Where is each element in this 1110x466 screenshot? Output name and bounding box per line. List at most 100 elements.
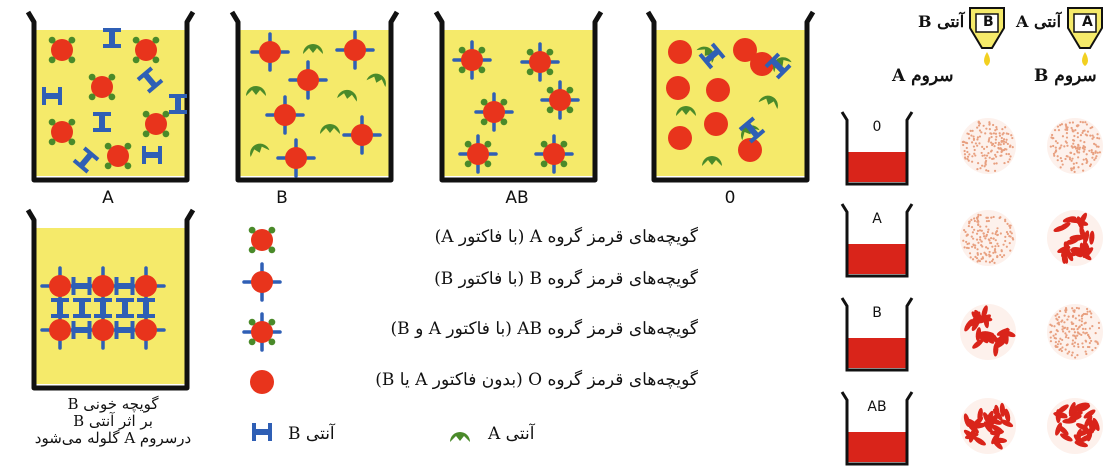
dispersed-dot: [988, 261, 991, 264]
anti-a-antibody: [320, 124, 340, 134]
dispersed-dot: [970, 235, 973, 238]
dispersed-dot: [962, 140, 965, 143]
dispersed-dot: [1066, 343, 1069, 346]
dispersed-dot: [1054, 151, 1057, 154]
dispersed-dot: [1084, 339, 1087, 342]
antigen-a-dot: [68, 138, 76, 146]
dispersed-dot: [1056, 322, 1059, 325]
anti-b-antibody: [114, 321, 135, 339]
dispersed-dot: [970, 226, 974, 229]
dispersed-dot: [962, 239, 965, 242]
dispersed-dot: [1094, 340, 1097, 343]
dispersed-dot: [1066, 326, 1069, 330]
dispersed-dot: [1076, 151, 1079, 154]
dispersed-dot: [1003, 161, 1006, 165]
dispersed-dot: [996, 227, 999, 230]
dispersed-dot: [1084, 121, 1087, 124]
dispersed-dot: [1077, 307, 1081, 310]
antigen-a-dot: [566, 106, 574, 114]
dispersed-dot: [1084, 350, 1087, 353]
dispersed-dot: [1088, 327, 1092, 330]
dispersed-dot: [1083, 148, 1086, 151]
dispersed-dot: [1086, 310, 1089, 313]
antigen-a-dot: [478, 66, 486, 74]
dispersed-dot: [1078, 148, 1081, 151]
dispersed-dot: [976, 126, 979, 129]
dispersed-dot: [1081, 146, 1084, 150]
dispersed-dot: [973, 152, 976, 155]
clump: [1079, 250, 1092, 261]
dispersed-dot: [984, 163, 987, 166]
dispersed-dot: [1063, 314, 1066, 317]
dispersed-dot: [980, 131, 983, 134]
dispersed-dot: [968, 252, 972, 255]
dispersed-dot: [970, 141, 974, 144]
tube-label-a: A: [872, 211, 882, 227]
dispersed-dot: [1050, 136, 1053, 139]
dispersed-dot: [1049, 336, 1052, 339]
dispersed-dot: [1054, 140, 1058, 143]
dispersed-dot: [972, 237, 975, 240]
beaker-label-a: A: [102, 188, 114, 208]
dispersed-dot: [971, 155, 974, 158]
dispersed-dot: [993, 144, 996, 148]
dispersed-dot: [1085, 313, 1089, 316]
dispersed-dot: [1083, 141, 1086, 144]
antigen-a-dot: [268, 226, 276, 234]
dispersed-dot: [985, 127, 988, 130]
dispersed-dot: [1080, 323, 1083, 327]
dispersed-dot: [1064, 306, 1068, 310]
antigen-a-dot: [546, 48, 554, 56]
dispersed-dot: [1004, 141, 1008, 144]
clump: [1083, 230, 1090, 244]
dispersed-dot: [1074, 337, 1077, 340]
dispersed-dot: [976, 253, 979, 256]
dispersed-dot: [1095, 145, 1098, 148]
dispersed-dot: [1065, 334, 1068, 337]
dispersed-dot: [1076, 354, 1079, 357]
dispersed-dot: [994, 251, 997, 254]
dispersed-dot: [993, 248, 997, 251]
dispersed-dot: [1052, 152, 1056, 155]
dispersed-dot: [1091, 126, 1094, 129]
dispersed-dot: [1052, 334, 1055, 337]
red-cell: [259, 41, 281, 63]
dispersed-dot: [1054, 333, 1057, 336]
dispersed-dot: [999, 143, 1002, 146]
dispersed-dot: [974, 154, 977, 157]
anti-a-antibody: [758, 95, 778, 110]
serum-fill: [34, 228, 187, 384]
dispersed-dot: [973, 148, 976, 152]
clump: [1004, 408, 1011, 423]
dispersed-dot: [970, 134, 973, 137]
antigen-a-dot: [546, 86, 554, 94]
clump: [1061, 249, 1068, 264]
legend-icons: [242, 226, 470, 442]
red-cell: [351, 124, 373, 146]
dispersed-dot: [972, 135, 975, 138]
dispersed-dot: [971, 129, 974, 132]
dispersed-dot: [992, 215, 995, 219]
dispersed-dot: [984, 132, 987, 135]
dispersed-dot: [994, 141, 997, 144]
dispersed-dot: [976, 248, 979, 251]
clump: [975, 327, 982, 342]
dispersed-dot: [1005, 230, 1009, 234]
dispersed-dot: [1056, 313, 1059, 316]
dispersed-dot: [985, 216, 988, 219]
dispersed-dot: [1009, 230, 1012, 233]
dispersed-dot: [1060, 320, 1063, 323]
dispersed-dot: [1070, 167, 1073, 170]
dispersed-dot: [1009, 226, 1012, 229]
red-cell: [92, 319, 114, 341]
dispersed-dot: [982, 124, 985, 127]
anti-a-antibody: [702, 156, 722, 166]
dropper-anti-a: [1067, 7, 1103, 66]
dispersed-dot: [1076, 147, 1079, 150]
beaker-ab: [433, 10, 604, 183]
red-cell: [135, 319, 157, 341]
dispersed-dot: [1072, 142, 1075, 145]
dispersed-dot: [974, 246, 977, 249]
dispersed-dot: [1075, 124, 1078, 128]
dispersed-dot: [968, 220, 971, 223]
